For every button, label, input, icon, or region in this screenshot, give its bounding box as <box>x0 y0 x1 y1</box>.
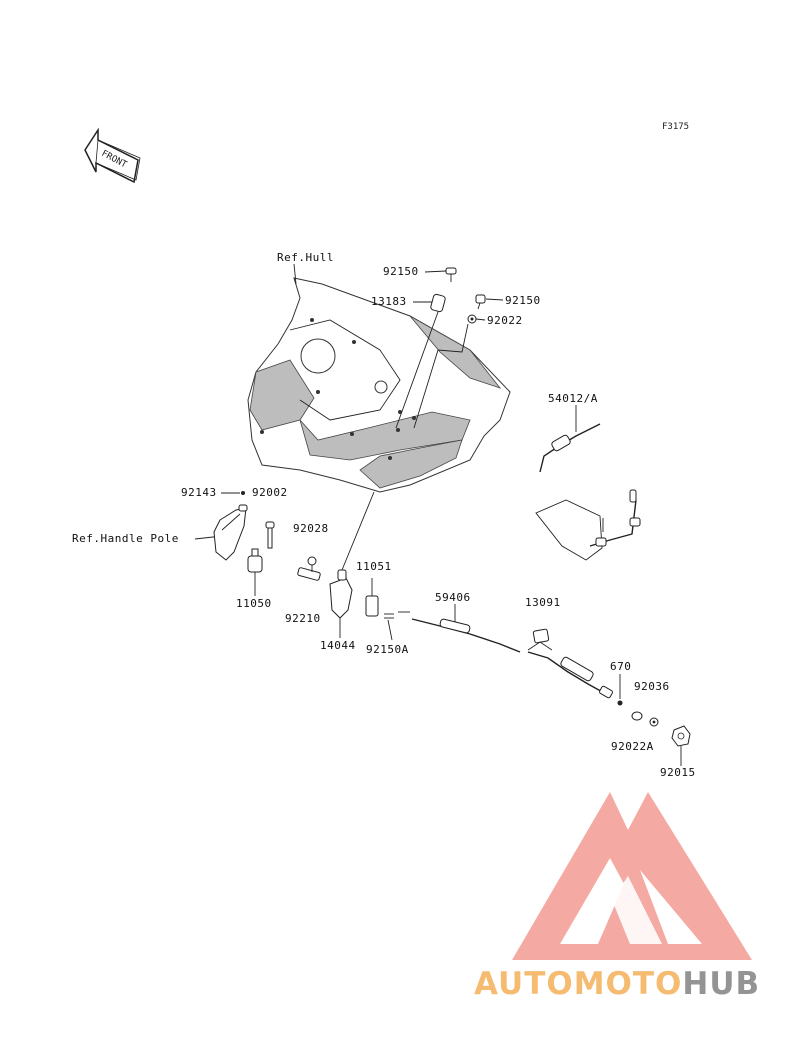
ref-hull-label: Ref.Hull <box>277 251 334 264</box>
part-54012-label: 54012/A <box>548 392 598 405</box>
part-92022-label: 92022 <box>487 314 523 327</box>
part-92015-label: 92015 <box>660 766 696 779</box>
part-13183-label: 13183 <box>371 295 407 308</box>
bracket-handle-pole <box>213 504 248 561</box>
bolt-92150A <box>384 611 410 619</box>
svg-text:AUTOMOTOHUB: AUTOMOTOHUB <box>474 966 760 1002</box>
automotohub-logo: AUTOMOTOHUB <box>474 792 760 1002</box>
part-92036-label: 92036 <box>634 680 670 693</box>
part-92002-label: 92002 <box>252 486 288 499</box>
front-arrow-icon: FRONT <box>84 127 141 184</box>
clamp-13183 <box>430 293 446 313</box>
throttle-cable-59406 <box>411 618 613 699</box>
washer-92022A <box>649 717 659 727</box>
hull-illustration <box>247 277 511 493</box>
nut-92015 <box>671 725 691 747</box>
part-14044-label: 14044 <box>320 639 356 652</box>
collar-92210 <box>297 556 321 581</box>
washer-92022 <box>467 314 477 324</box>
part-92150-label-b: 92150 <box>505 294 541 307</box>
part-92022A-label: 92022A <box>611 740 654 753</box>
part-92028-label: 92028 <box>293 522 329 535</box>
clamp-13091 <box>527 628 553 651</box>
part-13091-label: 13091 <box>525 596 561 609</box>
oring-670 <box>617 700 623 706</box>
part-92143-label: 92143 <box>181 486 217 499</box>
bracket-11051 <box>365 578 379 617</box>
bolt-92143 <box>241 491 245 495</box>
guide-line-14044 <box>341 491 375 571</box>
bolt-92028 <box>265 521 275 549</box>
ref-handle-pole-label: Ref.Handle Pole <box>72 532 179 545</box>
washer-92036 <box>631 711 643 721</box>
guide-line-92022 <box>413 323 469 429</box>
part-670-label: 670 <box>610 660 631 673</box>
logo-text-hub: HUB <box>682 966 760 1002</box>
bolt-92150-top <box>445 267 457 282</box>
part-92150-label-a: 92150 <box>383 265 419 278</box>
part-59406-label: 59406 <box>435 591 471 604</box>
diagram-code: F3175 <box>662 122 689 132</box>
part-11050-label: 11050 <box>236 597 272 610</box>
bolt-92150-right <box>475 294 486 310</box>
part-92210-label: 92210 <box>285 612 321 625</box>
bracket-14044 <box>329 569 353 619</box>
part-11051-label: 11051 <box>356 560 392 573</box>
ref-hull-leader <box>293 263 297 285</box>
guide-line-13183 <box>395 311 439 429</box>
part-92150A-label: 92150A <box>366 643 409 656</box>
choke-cable-54012 <box>535 423 641 561</box>
logo-triangle-icon <box>512 792 752 960</box>
logo-text-automoto: AUTOMOTO <box>474 966 682 1002</box>
holder-11050 <box>247 548 263 573</box>
